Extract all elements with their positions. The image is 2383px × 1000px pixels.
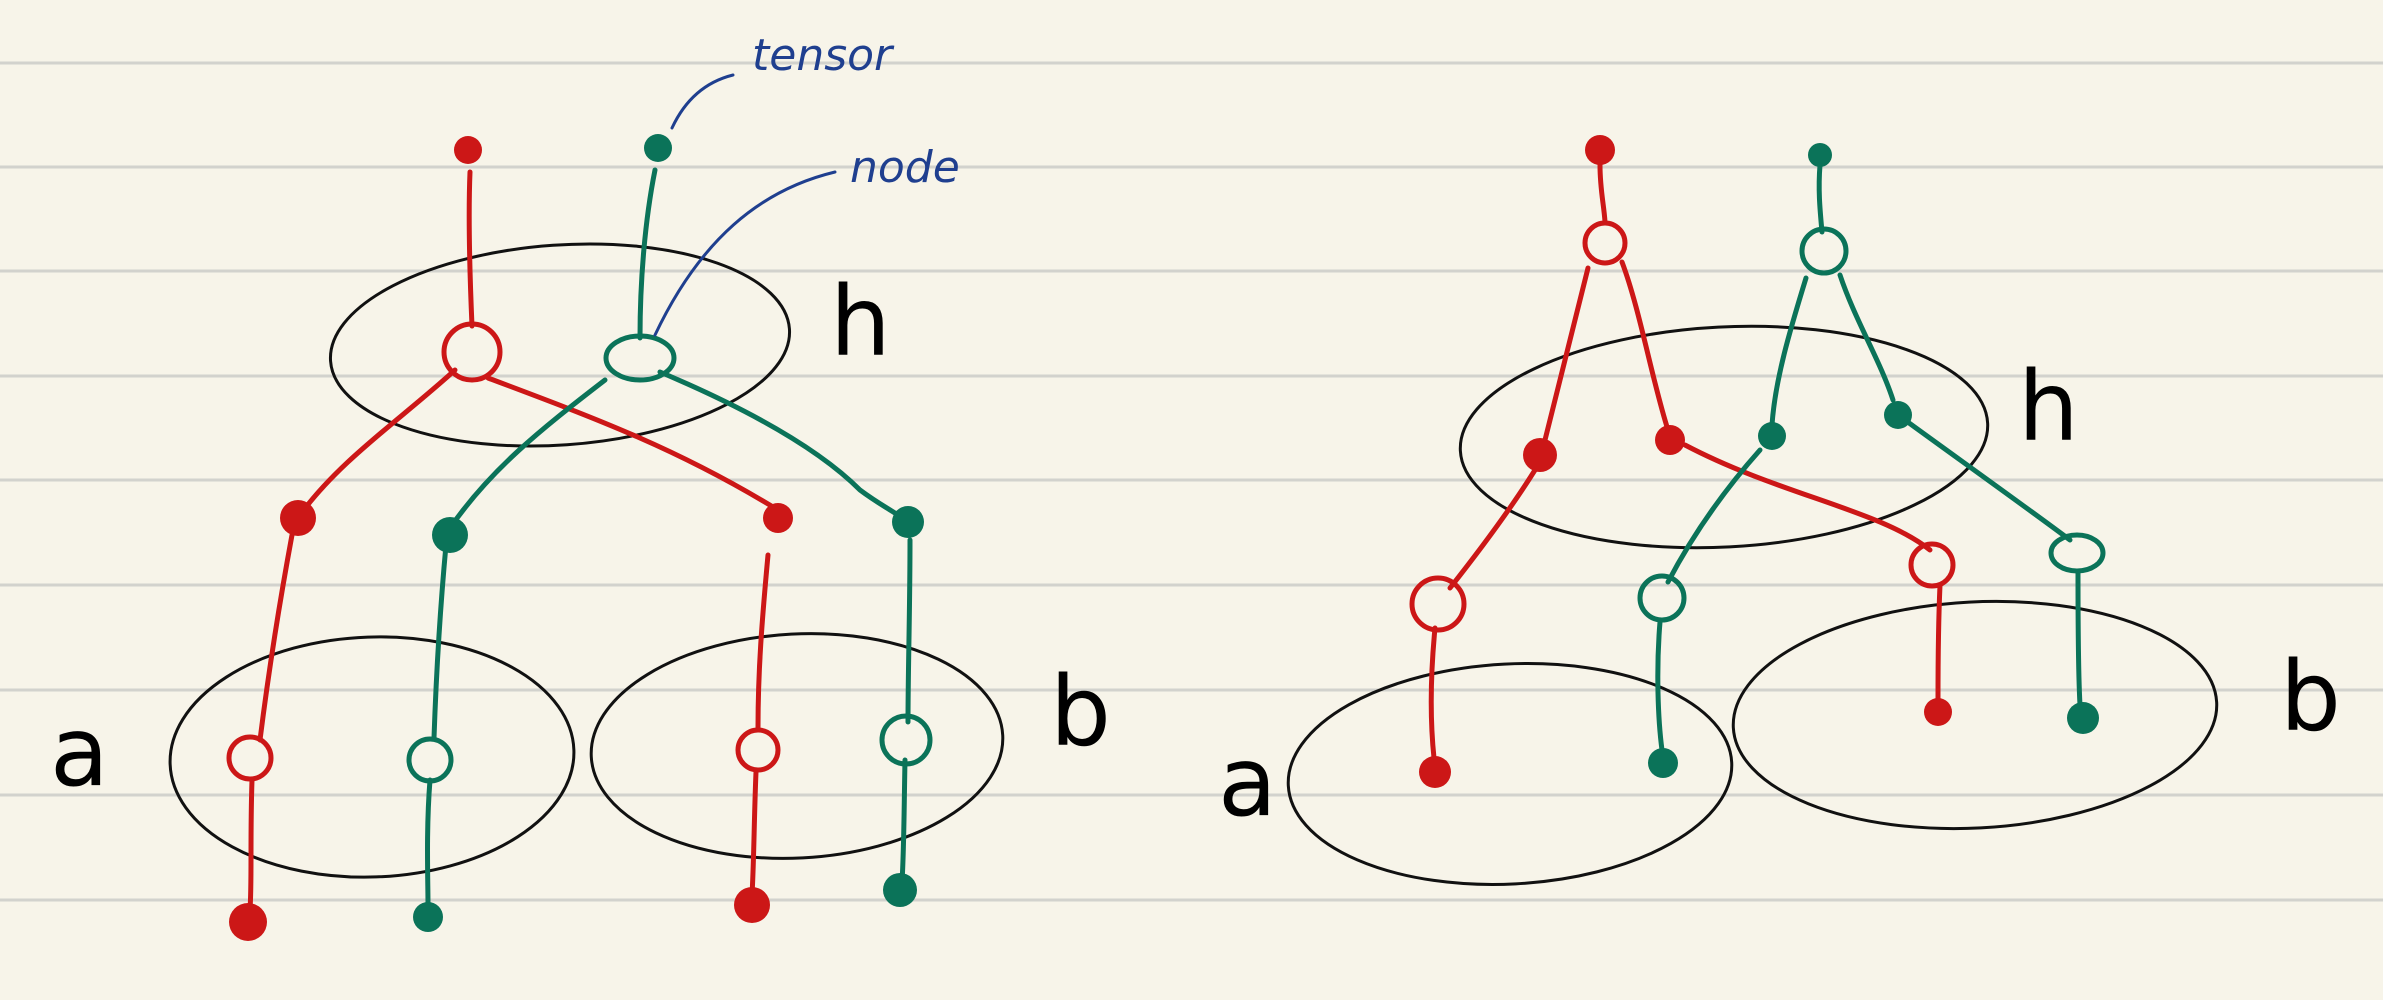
- left-h-ellipse: [328, 242, 792, 448]
- tensor-annotation-arrow: [670, 73, 735, 130]
- left-red-wire-to-a: [297, 367, 458, 518]
- right-b-label: b: [2280, 641, 2341, 753]
- left-green-wire-a-down: [431, 542, 449, 741]
- left-b-ellipse: [589, 632, 1005, 860]
- left-h-red-node: [441, 321, 503, 383]
- left-green-wire-b-down: [905, 537, 913, 725]
- right-green-wire-b-down: [2075, 569, 2083, 708]
- right-h-label: h: [2018, 351, 2079, 463]
- left-green-wire-to-b: [657, 369, 908, 523]
- left-h-label: h: [830, 266, 891, 378]
- right-a-ellipse: [1286, 662, 1734, 886]
- left-red-wire-to-b: [485, 375, 781, 513]
- right-red-tensor-b-out: [1924, 698, 1952, 726]
- left-red-wire-b-out: [749, 769, 759, 898]
- right-green-tensor-top: [1808, 143, 1832, 167]
- right-green-tensor-h-left: [1758, 422, 1786, 450]
- right-b-ellipse: [1731, 599, 2219, 831]
- left-red-wire-a-down: [257, 532, 295, 743]
- right-red-wire-b-down: [1935, 582, 1943, 703]
- left-green-tensor-a-out: [413, 902, 443, 932]
- right-green-wire-top: [1816, 162, 1825, 235]
- right-red-wire-left-branch: [1542, 265, 1591, 443]
- left-h-green-node: [603, 333, 677, 383]
- left-a-green-node: [406, 736, 454, 784]
- left-b-green-node: [879, 713, 933, 767]
- right-red-tensor-top: [1585, 135, 1615, 165]
- node-annotation: node: [850, 142, 960, 193]
- left-red-wire-top: [466, 169, 475, 329]
- right-b-green-node: [2048, 532, 2106, 574]
- right-green-wire-to-a: [1665, 447, 1763, 585]
- right-green-wire-left-branch: [1769, 275, 1809, 428]
- left-a-ellipse: [168, 635, 576, 879]
- right-a-green-node: [1637, 573, 1687, 623]
- left-green-wire-to-a: [447, 377, 608, 531]
- right-h-ellipse: [1458, 324, 1990, 550]
- right-diagram: h a b: [1218, 135, 2341, 886]
- left-red-wire-b-down: [755, 552, 771, 731]
- left-b-label: b: [1050, 656, 1111, 768]
- right-green-wire-right-branch: [1837, 272, 1896, 403]
- node-annotation-arrow: [653, 170, 837, 337]
- right-red-wire-right-branch: [1619, 259, 1671, 433]
- right-red-wire-top: [1597, 162, 1608, 225]
- right-top-green-node: [1799, 226, 1849, 276]
- right-a-red-node: [1409, 575, 1467, 633]
- right-green-tensor-h-right: [1884, 401, 1912, 429]
- left-green-wire-a-out: [425, 777, 433, 908]
- left-red-wire-a-out: [247, 777, 255, 913]
- left-b-red-node: [735, 727, 781, 773]
- left-a-label: a: [50, 696, 109, 808]
- left-green-tensor-a-in: [432, 517, 468, 553]
- right-top-red-node: [1582, 220, 1628, 266]
- left-red-tensor-b-out: [734, 887, 770, 923]
- right-red-tensor-h-left: [1523, 438, 1557, 472]
- right-red-wire-to-a: [1447, 467, 1538, 591]
- right-red-wire-a-down: [1428, 625, 1438, 761]
- right-green-tensor-b-out: [2067, 702, 2099, 734]
- left-green-wire-top: [637, 167, 658, 341]
- right-a-label: a: [1218, 726, 1277, 838]
- right-b-red-node: [1908, 541, 1956, 589]
- left-a-red-node: [226, 734, 274, 782]
- right-red-tensor-a-out: [1419, 756, 1451, 788]
- right-green-tensor-a-out: [1648, 748, 1678, 778]
- left-diagram: tensor node h a b: [50, 30, 1111, 941]
- left-green-tensor-b-in: [892, 506, 924, 538]
- left-red-tensor-b-in: [763, 503, 793, 533]
- tensor-annotation: tensor: [752, 30, 895, 81]
- left-red-tensor-a-in: [280, 500, 316, 536]
- ruled-lines: [0, 61, 2383, 902]
- right-green-wire-to-b: [1902, 417, 2073, 543]
- left-green-tensor-b-out: [883, 873, 917, 907]
- left-green-wire-b-out: [899, 757, 908, 885]
- left-red-tensor-top: [454, 136, 482, 164]
- left-green-tensor-top: [644, 134, 672, 162]
- right-green-wire-a-down: [1655, 619, 1665, 753]
- left-red-tensor-a-out: [229, 903, 267, 941]
- right-red-wire-to-b: [1682, 442, 1933, 553]
- right-red-tensor-h-right: [1655, 425, 1685, 455]
